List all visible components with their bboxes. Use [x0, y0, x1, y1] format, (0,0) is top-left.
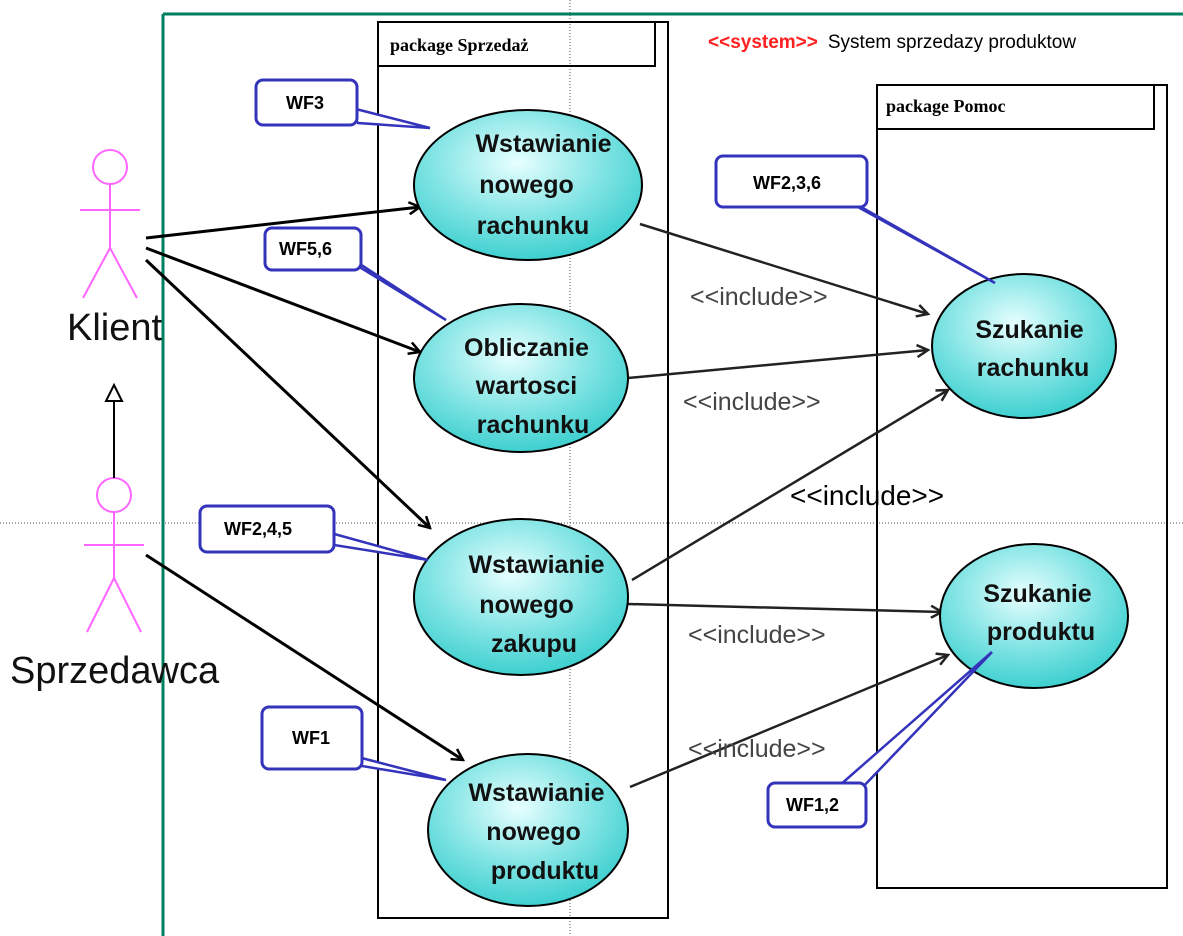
svg-text:Szukanie produktu: Szukanie produktu [983, 580, 1098, 646]
svg-text:Wstawianie nowego: Wstawianie nowego zakupu [468, 551, 611, 658]
svg-text:Wstawianie nowego: Wstawianie nowego produktu [468, 779, 611, 885]
assoc-client-uc3 [144, 258, 430, 528]
uc4-line-2: nowego [486, 818, 580, 846]
actor-client-name: Klient [67, 307, 162, 349]
include-label-3: <<include>> [790, 480, 944, 511]
include-label-5: <<include>> [688, 735, 826, 763]
package-sales-label: package Sprzedaż [390, 35, 529, 55]
uc6-line-1: Szukanie [983, 580, 1091, 608]
note-wf245: WF2,4,5 [198, 504, 429, 562]
include-label-1: <<include>> [690, 283, 828, 311]
note-wf236: WF2,3,6 [714, 154, 996, 285]
svg-text:Wstawianie nowego: Wstawianie nowego rachunku [475, 130, 618, 240]
actor-client: Klient [67, 149, 162, 349]
uc5-line-2: rachunku [977, 354, 1090, 382]
uc2-line-3: rachunku [477, 411, 590, 439]
system-stereotype: <<system>> [708, 32, 818, 53]
actor-seller-name: Sprzedawca [10, 650, 220, 692]
uc4-line-1: Wstawianie [468, 779, 604, 807]
note-wf1: WF1 [260, 705, 447, 782]
use-case-uc6[interactable]: Szukanie produktu [939, 543, 1129, 689]
use-case-uc1[interactable]: Wstawianie nowego rachunku [413, 109, 643, 261]
use-case-uc2[interactable]: Obliczanie wartosci rachunku [413, 303, 629, 453]
include-label-4: <<include>> [688, 621, 826, 649]
note-wf3-text: WF3 [286, 93, 324, 113]
note-wf12-text: WF1,2 [786, 795, 839, 815]
uc3-line-2: nowego [479, 591, 573, 619]
uc2-line-1: Obliczanie [464, 334, 589, 362]
assoc-seller-uc4 [145, 553, 463, 760]
note-wf56-text: WF5,6 [279, 239, 332, 259]
assoc-client-uc1 [145, 207, 420, 240]
include-relations [627, 222, 948, 789]
uc1-line-2: nowego [479, 171, 573, 199]
include-uc3-uc6 [627, 602, 942, 612]
uc6-line-2: produktu [987, 618, 1095, 646]
use-case-uc3[interactable]: Wstawianie nowego zakupu [413, 518, 629, 676]
note-wf12: WF1,2 [766, 651, 993, 829]
uc1-line-1: Wstawianie [475, 130, 611, 158]
system-boundary [161, 12, 1183, 936]
note-wf1-text: WF1 [292, 728, 330, 748]
system-name: System sprzedazy produktow [828, 32, 1076, 53]
assoc-client-uc2 [145, 246, 420, 352]
actor-client-head [92, 149, 128, 185]
include-uc3-uc5 [631, 390, 948, 582]
associations [144, 207, 463, 760]
svg-text:Obliczanie wartosci: Obliczanie wartosci rachunku [464, 334, 596, 439]
use-case-uc4[interactable]: Wstawianie nowego produktu [427, 753, 629, 907]
include-label-2: <<include>> [683, 388, 821, 416]
actor-seller-head [96, 477, 132, 513]
uc4-line-3: produktu [491, 857, 599, 885]
uc3-line-1: Wstawianie [468, 551, 604, 579]
uc2-line-2: wartosci [475, 372, 577, 400]
uc1-line-3: rachunku [477, 212, 590, 240]
package-sales: package Sprzedaż [377, 21, 669, 919]
svg-text:Szukanie rachunku: Szukanie rachunku [975, 316, 1090, 382]
uc5-line-1: Szukanie [975, 316, 1083, 344]
package-help-label: package Pomoc [886, 96, 1005, 116]
note-wf3: WF3 [254, 78, 431, 130]
package-help: package Pomoc [876, 84, 1168, 889]
uc3-line-3: zakupu [491, 630, 577, 658]
include-uc2-uc5 [627, 350, 928, 380]
note-wf236-text: WF2,3,6 [753, 173, 821, 193]
note-wf245-text: WF2,4,5 [224, 519, 292, 539]
actor-seller: Sprzedawca [10, 477, 220, 692]
note-wf56: WF5,6 [263, 226, 447, 322]
include-uc1-uc5 [639, 222, 928, 314]
system-title: <<system>> System sprzedazy produktow [708, 32, 1076, 53]
include-uc4-uc6 [629, 655, 948, 789]
generalization-arrow [104, 382, 124, 478]
use-case-uc5[interactable]: Szukanie rachunku [931, 273, 1117, 419]
